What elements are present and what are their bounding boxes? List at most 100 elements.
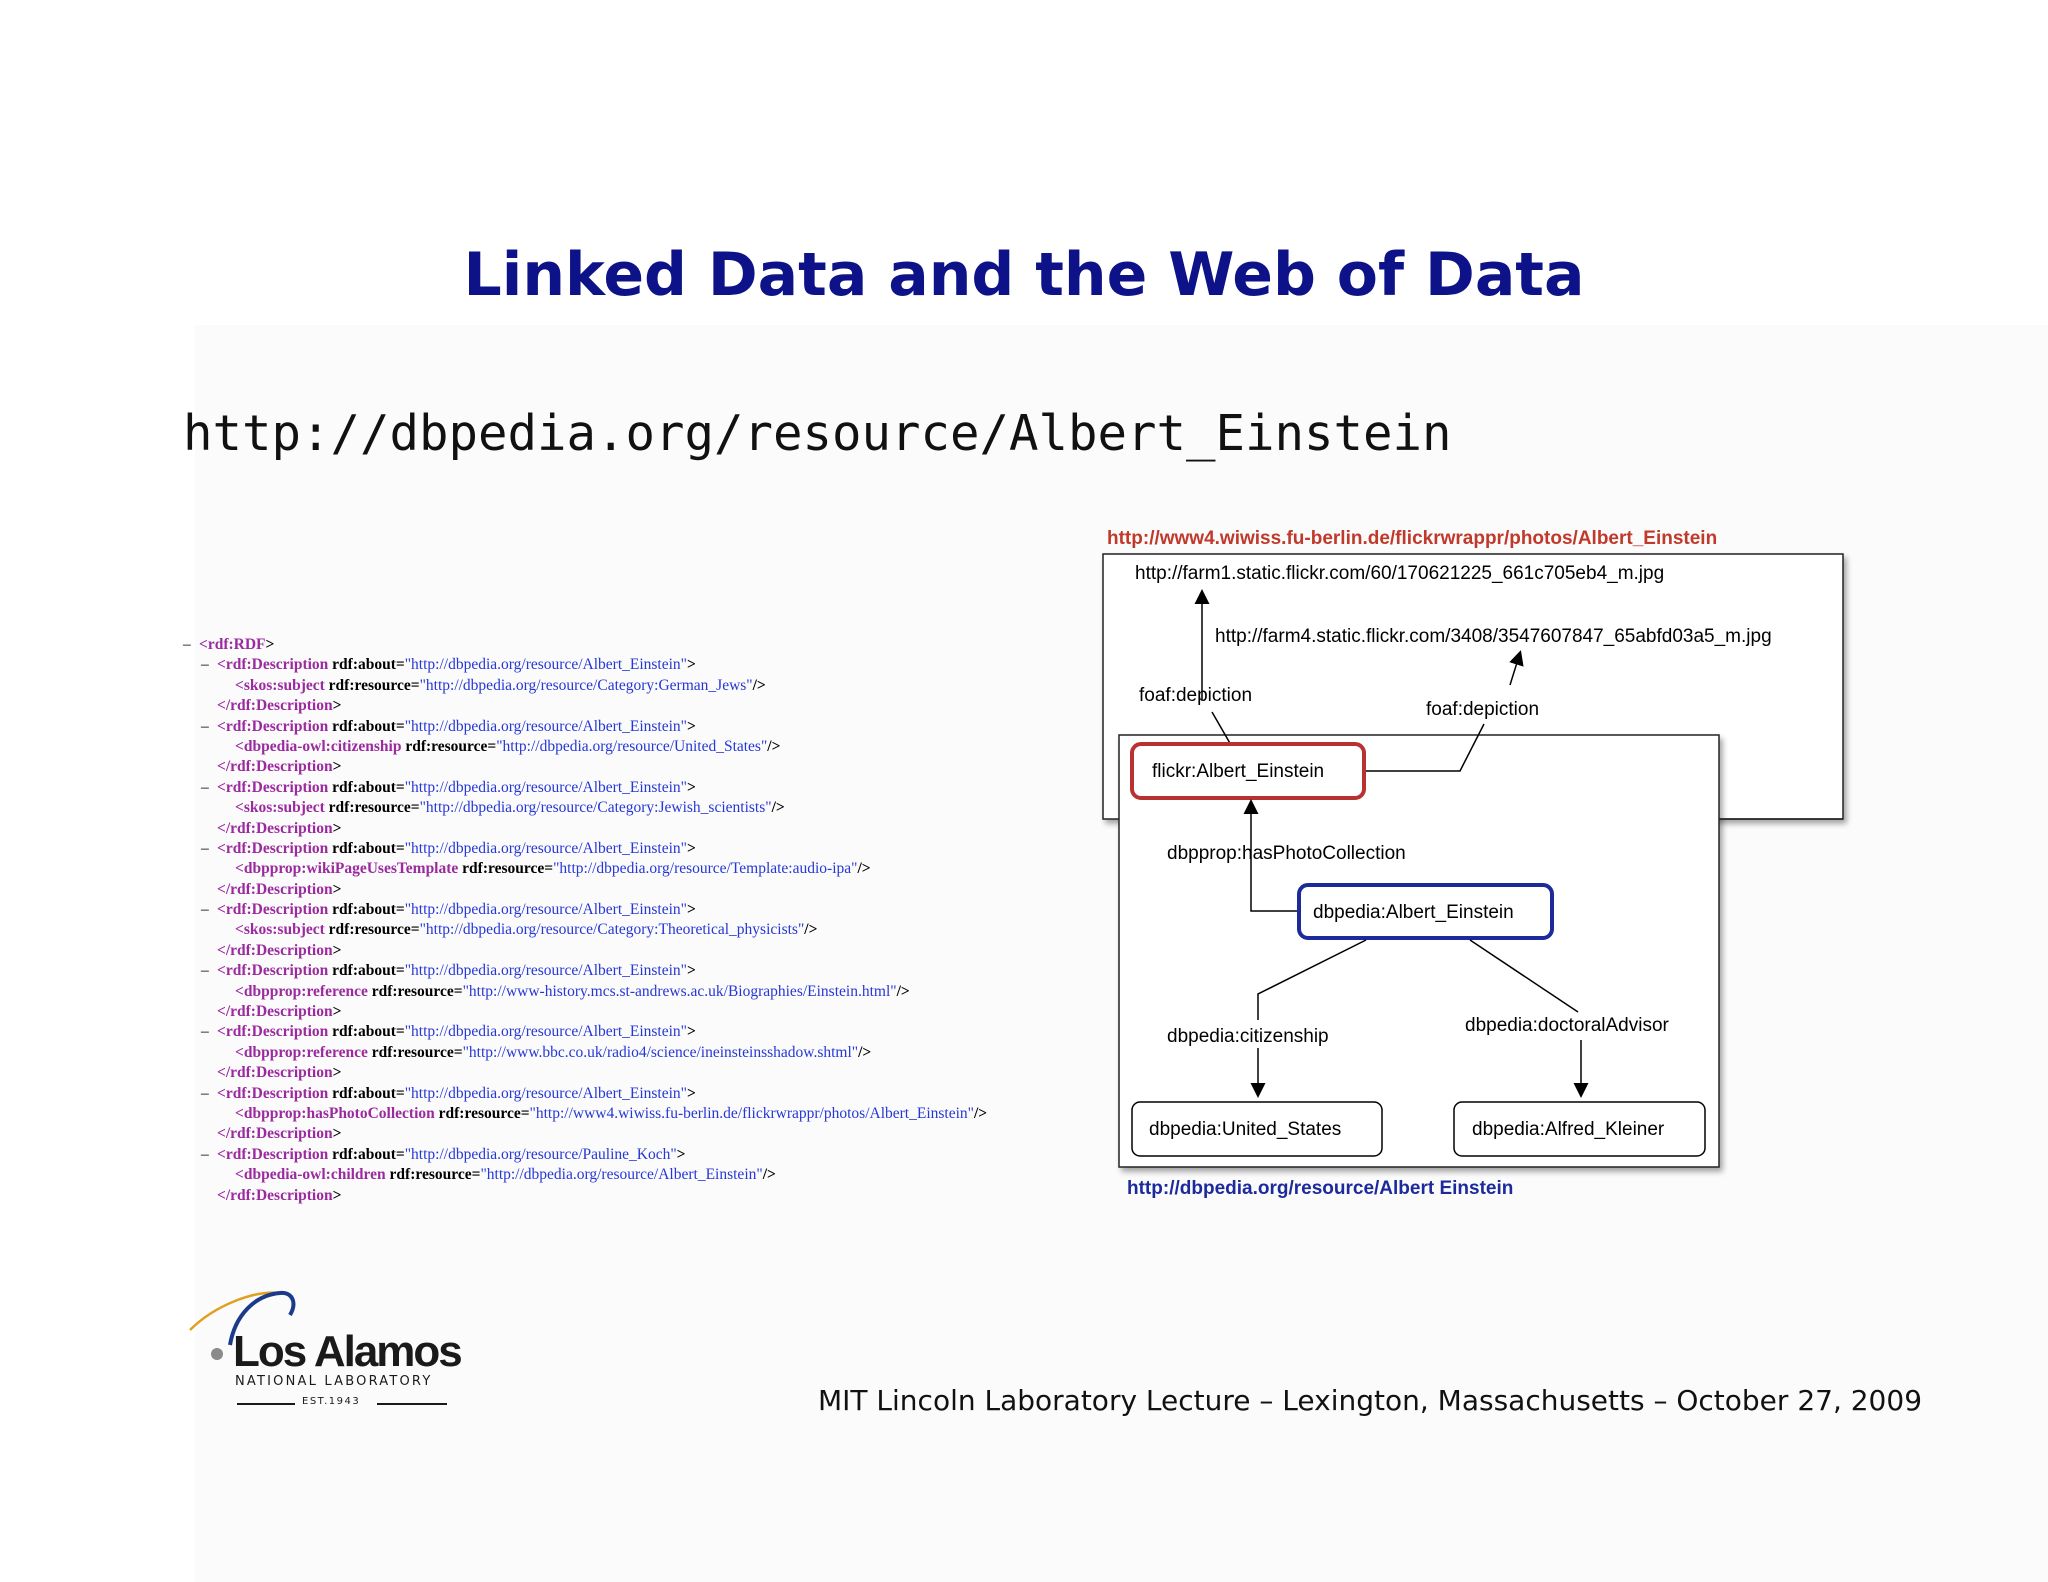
rdf-attribute: rdf:about= xyxy=(328,778,405,796)
rdf-value: "http://www-history.mcs.st-andrews.ac.uk… xyxy=(462,982,897,1000)
rdf-attribute: > xyxy=(332,1186,342,1204)
rdf-attribute: /> xyxy=(804,921,818,939)
rdf-tag: <dbpedia-owl:children xyxy=(235,1166,386,1184)
alfred-kleiner-label: dbpedia:Alfred_Kleiner xyxy=(1472,1119,1665,1140)
rdf-attribute: > xyxy=(687,1023,696,1041)
rdf-tag: <rdf:Description xyxy=(217,1084,329,1102)
rdf-line: <dbpprop:hasPhotoCollection rdf:resource… xyxy=(183,1104,987,1124)
rdf-line: </rdf:Description> xyxy=(183,696,987,716)
rdf-collapse-toggle: – xyxy=(201,778,209,796)
rdf-line: –<rdf:Description rdf:about="http://dbpe… xyxy=(183,1084,987,1104)
rdf-tag: <skos:subject xyxy=(235,799,325,817)
rdf-collapse-toggle: – xyxy=(201,656,209,674)
rdf-line: <dbpedia-owl:children rdf:resource="http… xyxy=(183,1165,987,1185)
footer-text: MIT Lincoln Laboratory Lecture – Lexingt… xyxy=(818,1384,1923,1417)
rdf-collapse-toggle: – xyxy=(183,636,191,653)
rdf-line: </rdf:Description> xyxy=(183,880,987,900)
rdf-attribute: /> xyxy=(771,799,785,817)
rdf-collapse-toggle: – xyxy=(201,717,209,735)
rdf-attribute: /> xyxy=(973,1104,988,1122)
edge-doctoral-advisor xyxy=(1469,939,1579,1013)
rdf-value: "http://dbpedia.org/resource/Albert_Eins… xyxy=(404,656,687,674)
rdf-attribute: > xyxy=(676,1145,686,1163)
alfred-kleiner-node xyxy=(1453,1101,1706,1157)
rdf-collapse-toggle: – xyxy=(201,1145,209,1163)
dbpedia-doc-box xyxy=(1118,734,1720,1168)
rdf-tag: <rdf:Description xyxy=(217,656,329,674)
rdf-attribute: /> xyxy=(858,1043,872,1061)
rdf-attribute: /> xyxy=(857,860,871,878)
logo-orbit-icon xyxy=(189,1290,296,1360)
rdf-line: </rdf:Description> xyxy=(183,1124,987,1144)
rdf-tag: </rdf:Description xyxy=(217,758,333,776)
rdf-collapse-toggle: – xyxy=(201,839,209,857)
rdf-collapse-toggle: – xyxy=(201,962,209,980)
rdf-tag: <rdf:Description xyxy=(217,962,329,980)
rdf-attribute: > xyxy=(332,819,342,837)
rdf-xml-listing: –<rdf:RDF>–<rdf:Description rdf:about="h… xyxy=(183,635,987,1206)
rdf-value: "http://www.bbc.co.uk/radio4/science/ine… xyxy=(462,1043,859,1061)
rdf-attribute: > xyxy=(687,717,696,735)
rdf-attribute: > xyxy=(687,839,696,857)
rdf-attribute: /> xyxy=(752,676,766,694)
rdf-attribute: rdf:about= xyxy=(328,1023,405,1041)
logo-rule-left xyxy=(237,1403,295,1405)
logo-subtitle: NATIONAL LABORATORY xyxy=(235,1374,433,1389)
dbpedia-node xyxy=(1297,883,1554,940)
edge-has-photo-collection xyxy=(1243,799,1299,912)
rdf-attribute: /> xyxy=(896,982,910,1000)
rdf-line: </rdf:Description> xyxy=(183,1186,987,1206)
rdf-attribute: rdf:resource= xyxy=(367,982,463,1000)
los-alamos-logo: Los Alamos NATIONAL LABORATORY EST.1943 xyxy=(185,1285,465,1415)
rdf-line: </rdf:Description> xyxy=(183,941,987,961)
doctoral-advisor-label: dbpedia:doctoralAdvisor xyxy=(1465,1015,1670,1036)
rdf-attribute: /> xyxy=(767,737,781,755)
rdf-tag: <dbpprop:reference xyxy=(235,982,368,1000)
rdf-tag: </rdf:Description xyxy=(217,1186,333,1204)
rdf-value: "http://dbpedia.org/resource/Albert_Eins… xyxy=(404,1023,687,1041)
rdf-attribute: > xyxy=(332,941,342,959)
rdf-line: –<rdf:Description rdf:about="http://dbpe… xyxy=(183,961,987,981)
rdf-value: "http://dbpedia.org/resource/Category:Je… xyxy=(419,799,772,817)
rdf-value: "http://www4.wiwiss.fu-berlin.de/flickrw… xyxy=(529,1104,974,1122)
rdf-attribute: rdf:about= xyxy=(328,901,405,919)
rdf-attribute: > xyxy=(687,962,696,980)
rdf-line: <dbpprop:reference rdf:resource="http://… xyxy=(183,1043,987,1063)
rdf-tag: </rdf:Description xyxy=(217,880,333,898)
rdf-line: <skos:subject rdf:resource="http://dbped… xyxy=(183,798,987,818)
rdf-tag: <skos:subject xyxy=(235,676,325,694)
rdf-value: "http://dbpedia.org/resource/Pauline_Koc… xyxy=(404,1145,677,1163)
linked-data-diagram: http://www4.wiwiss.fu-berlin.de/flickrwr… xyxy=(1102,528,1844,1199)
rdf-value: "http://dbpedia.org/resource/Albert_Eins… xyxy=(404,839,687,857)
rdf-attribute: > xyxy=(332,697,342,715)
dbpedia-node-label: dbpedia:Albert_Einstein xyxy=(1313,902,1514,923)
rdf-attribute: > xyxy=(687,1084,696,1102)
rdf-line: </rdf:Description> xyxy=(183,819,987,839)
rdf-line: –<rdf:Description rdf:about="http://dbpe… xyxy=(183,778,987,798)
rdf-collapse-toggle: – xyxy=(201,1023,209,1041)
rdf-attribute: > xyxy=(332,1003,342,1021)
photo1-url: http://farm1.static.flickr.com/60/170621… xyxy=(1135,563,1664,584)
rdf-attribute: > xyxy=(332,880,342,898)
logo-est: EST.1943 xyxy=(302,1396,361,1407)
rdf-attribute: > xyxy=(687,656,696,674)
rdf-line: </rdf:Description> xyxy=(183,1063,987,1083)
rdf-value: "http://dbpedia.org/resource/Albert_Eins… xyxy=(480,1166,763,1184)
rdf-attribute: > xyxy=(332,1064,342,1082)
rdf-line: <dbpedia-owl:citizenship rdf:resource="h… xyxy=(183,737,987,757)
rdf-line: –<rdf:Description rdf:about="http://dbpe… xyxy=(183,717,987,737)
rdf-line: <skos:subject rdf:resource="http://dbped… xyxy=(183,676,987,696)
rdf-tag: <dbpprop:wikiPageUsesTemplate xyxy=(235,860,459,878)
united-states-node xyxy=(1131,1101,1383,1157)
rdf-collapse-toggle: – xyxy=(201,901,209,919)
rdf-tag: <rdf:Description xyxy=(217,717,329,735)
rdf-line: <skos:subject rdf:resource="http://dbped… xyxy=(183,920,987,940)
citizenship-label: dbpedia:citizenship xyxy=(1167,1026,1329,1047)
rdf-attribute: rdf:resource= xyxy=(367,1043,463,1061)
rdf-line: –<rdf:Description rdf:about="http://dbpe… xyxy=(183,1022,987,1042)
rdf-line: –<rdf:Description rdf:about="http://dbpe… xyxy=(183,839,987,859)
rdf-collapse-toggle: – xyxy=(201,1084,209,1102)
dbpedia-doc-url: http://dbpedia.org/resource/Albert Einst… xyxy=(1127,1178,1513,1199)
rdf-tag: <rdf:Description xyxy=(217,778,329,796)
rdf-attribute: rdf:resource= xyxy=(458,860,554,878)
